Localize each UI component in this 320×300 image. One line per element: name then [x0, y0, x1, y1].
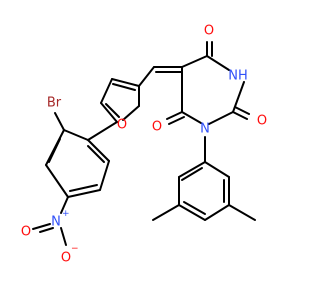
bond-ar-c4-c5-double [69, 184, 98, 192]
atom-o-left: O [152, 120, 162, 135]
bond-dm-c1-c2 [178, 161, 206, 178]
bond-n1-c6 [181, 111, 202, 124]
bond-c5-c4 [181, 55, 208, 68]
bond-c2-n1 [208, 111, 234, 125]
atom-n-nitro: N [51, 215, 61, 230]
bond-ar-c6-c1 [87, 139, 110, 162]
bond-dm-c1-c2-double [181, 167, 203, 181]
bond-c2-o [232, 111, 248, 120]
bond-ch-furan [138, 66, 155, 87]
bond-ar-c2-c3-double [48, 138, 61, 163]
nitro-positive-charge: + [62, 209, 70, 219]
molecule-drawing: O NH O N O O Br N + O O − [21, 24, 267, 266]
bond-furan-c5-o [122, 105, 140, 121]
atom-o-top: O [204, 24, 214, 39]
bond-methyl-right [228, 204, 256, 221]
bond-ar-c5-c6 [99, 160, 110, 191]
bond-c-br [54, 112, 65, 131]
nitro-negative-charge: − [71, 244, 79, 254]
bond-c2-o-double [234, 106, 250, 115]
bond-n-o-bottom [60, 227, 67, 246]
bond-c-nitro [60, 196, 69, 214]
bond-c6-o [166, 111, 183, 120]
bond-methyl-left [152, 204, 180, 221]
atom-o-right: O [257, 114, 267, 129]
bond-ar-c1-c2 [63, 129, 89, 141]
bond-furan-c4-c5-double [105, 103, 120, 118]
atom-n-ring: N [200, 122, 210, 137]
bond-ar-c6-c1-double [87, 145, 105, 163]
bond-furan-c4-c5 [100, 102, 118, 123]
bond-n-o-top-double [39, 227, 54, 233]
bond-ar-c4-c5 [67, 189, 101, 198]
atom-o-nitro-top: O [21, 225, 31, 240]
bond-ar-c3-c4 [45, 164, 69, 198]
atom-nh: NH [228, 69, 248, 84]
bond-c4-n3 [206, 55, 230, 71]
atom-o-furan: O [117, 118, 127, 133]
bond-dm-c6-c1 [204, 161, 230, 178]
atom-br: Br [47, 96, 62, 111]
bond-n-o-top [32, 223, 51, 230]
bond-dm-c4-c5 [204, 204, 230, 221]
bond-furan-c2-c3-double [112, 83, 136, 91]
bond-c6-o-double [168, 116, 185, 125]
bond-dm-c3-c4 [178, 204, 206, 221]
structure-canvas: O NH O N O O Br N + O O − [20, 23, 268, 266]
bond-dm-c3-c4-double [183, 201, 206, 215]
bond-furan-c3-c4 [100, 78, 113, 104]
bond-furan-c2-c3 [111, 78, 140, 87]
bond-furan-aryl [87, 121, 118, 141]
atom-o-nitro-bottom: O [61, 251, 71, 266]
